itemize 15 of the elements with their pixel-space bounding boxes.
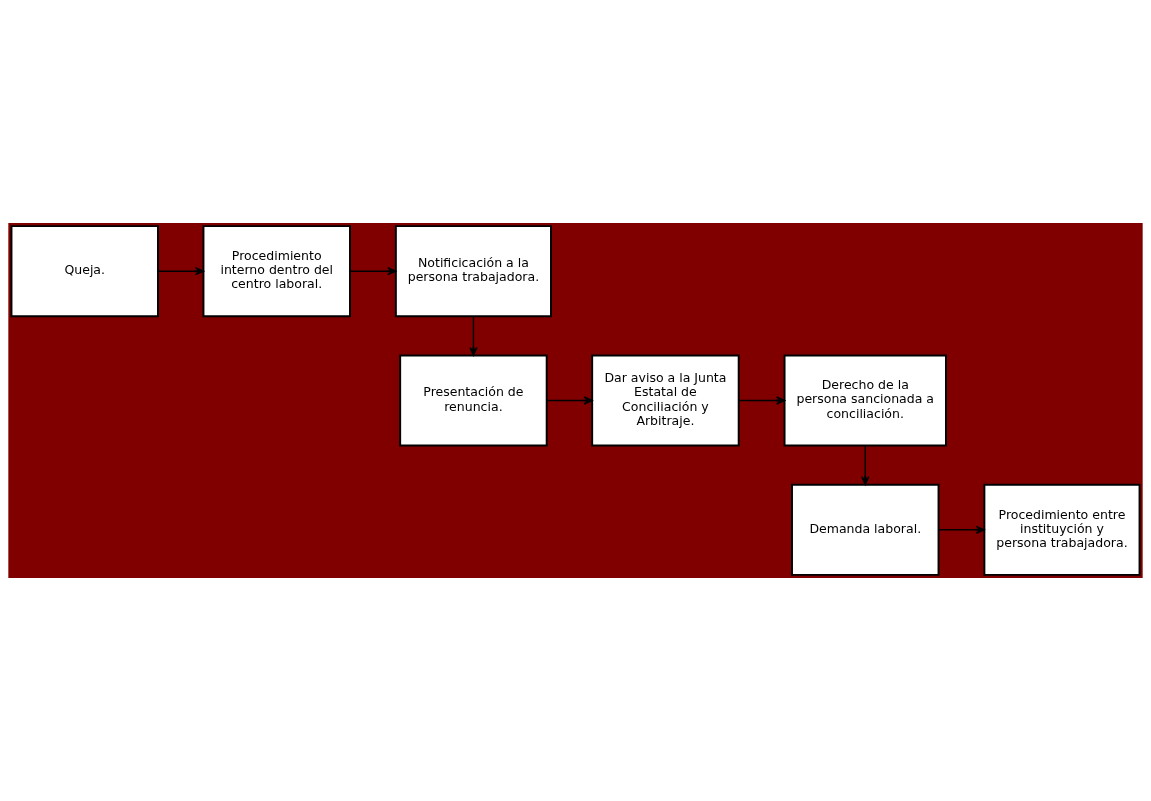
node-box: Queja. (10, 225, 159, 318)
node-box: Notificicación a la persona trabajadora. (394, 225, 552, 318)
node-box: Derecho de la persona sancionada a conciliación. (783, 354, 947, 447)
node-box: Dar aviso a la Junta Estatal de Conciliación y Arbitraje. (591, 354, 740, 447)
arrow (937, 525, 985, 535)
arrow (469, 315, 478, 356)
arrow (738, 396, 786, 405)
arrow (349, 266, 397, 276)
arrow (157, 266, 205, 276)
node-box: Procedimiento entre instituyción y persona trabajadora. (983, 483, 1141, 576)
arrow (546, 396, 593, 405)
node-box: Demanda laboral. (791, 483, 940, 576)
node-box: Procedimiento interno dentro del centro laboral. (202, 225, 351, 318)
node-box: Presentación de renuncia. (399, 354, 548, 447)
arrow (861, 444, 870, 486)
